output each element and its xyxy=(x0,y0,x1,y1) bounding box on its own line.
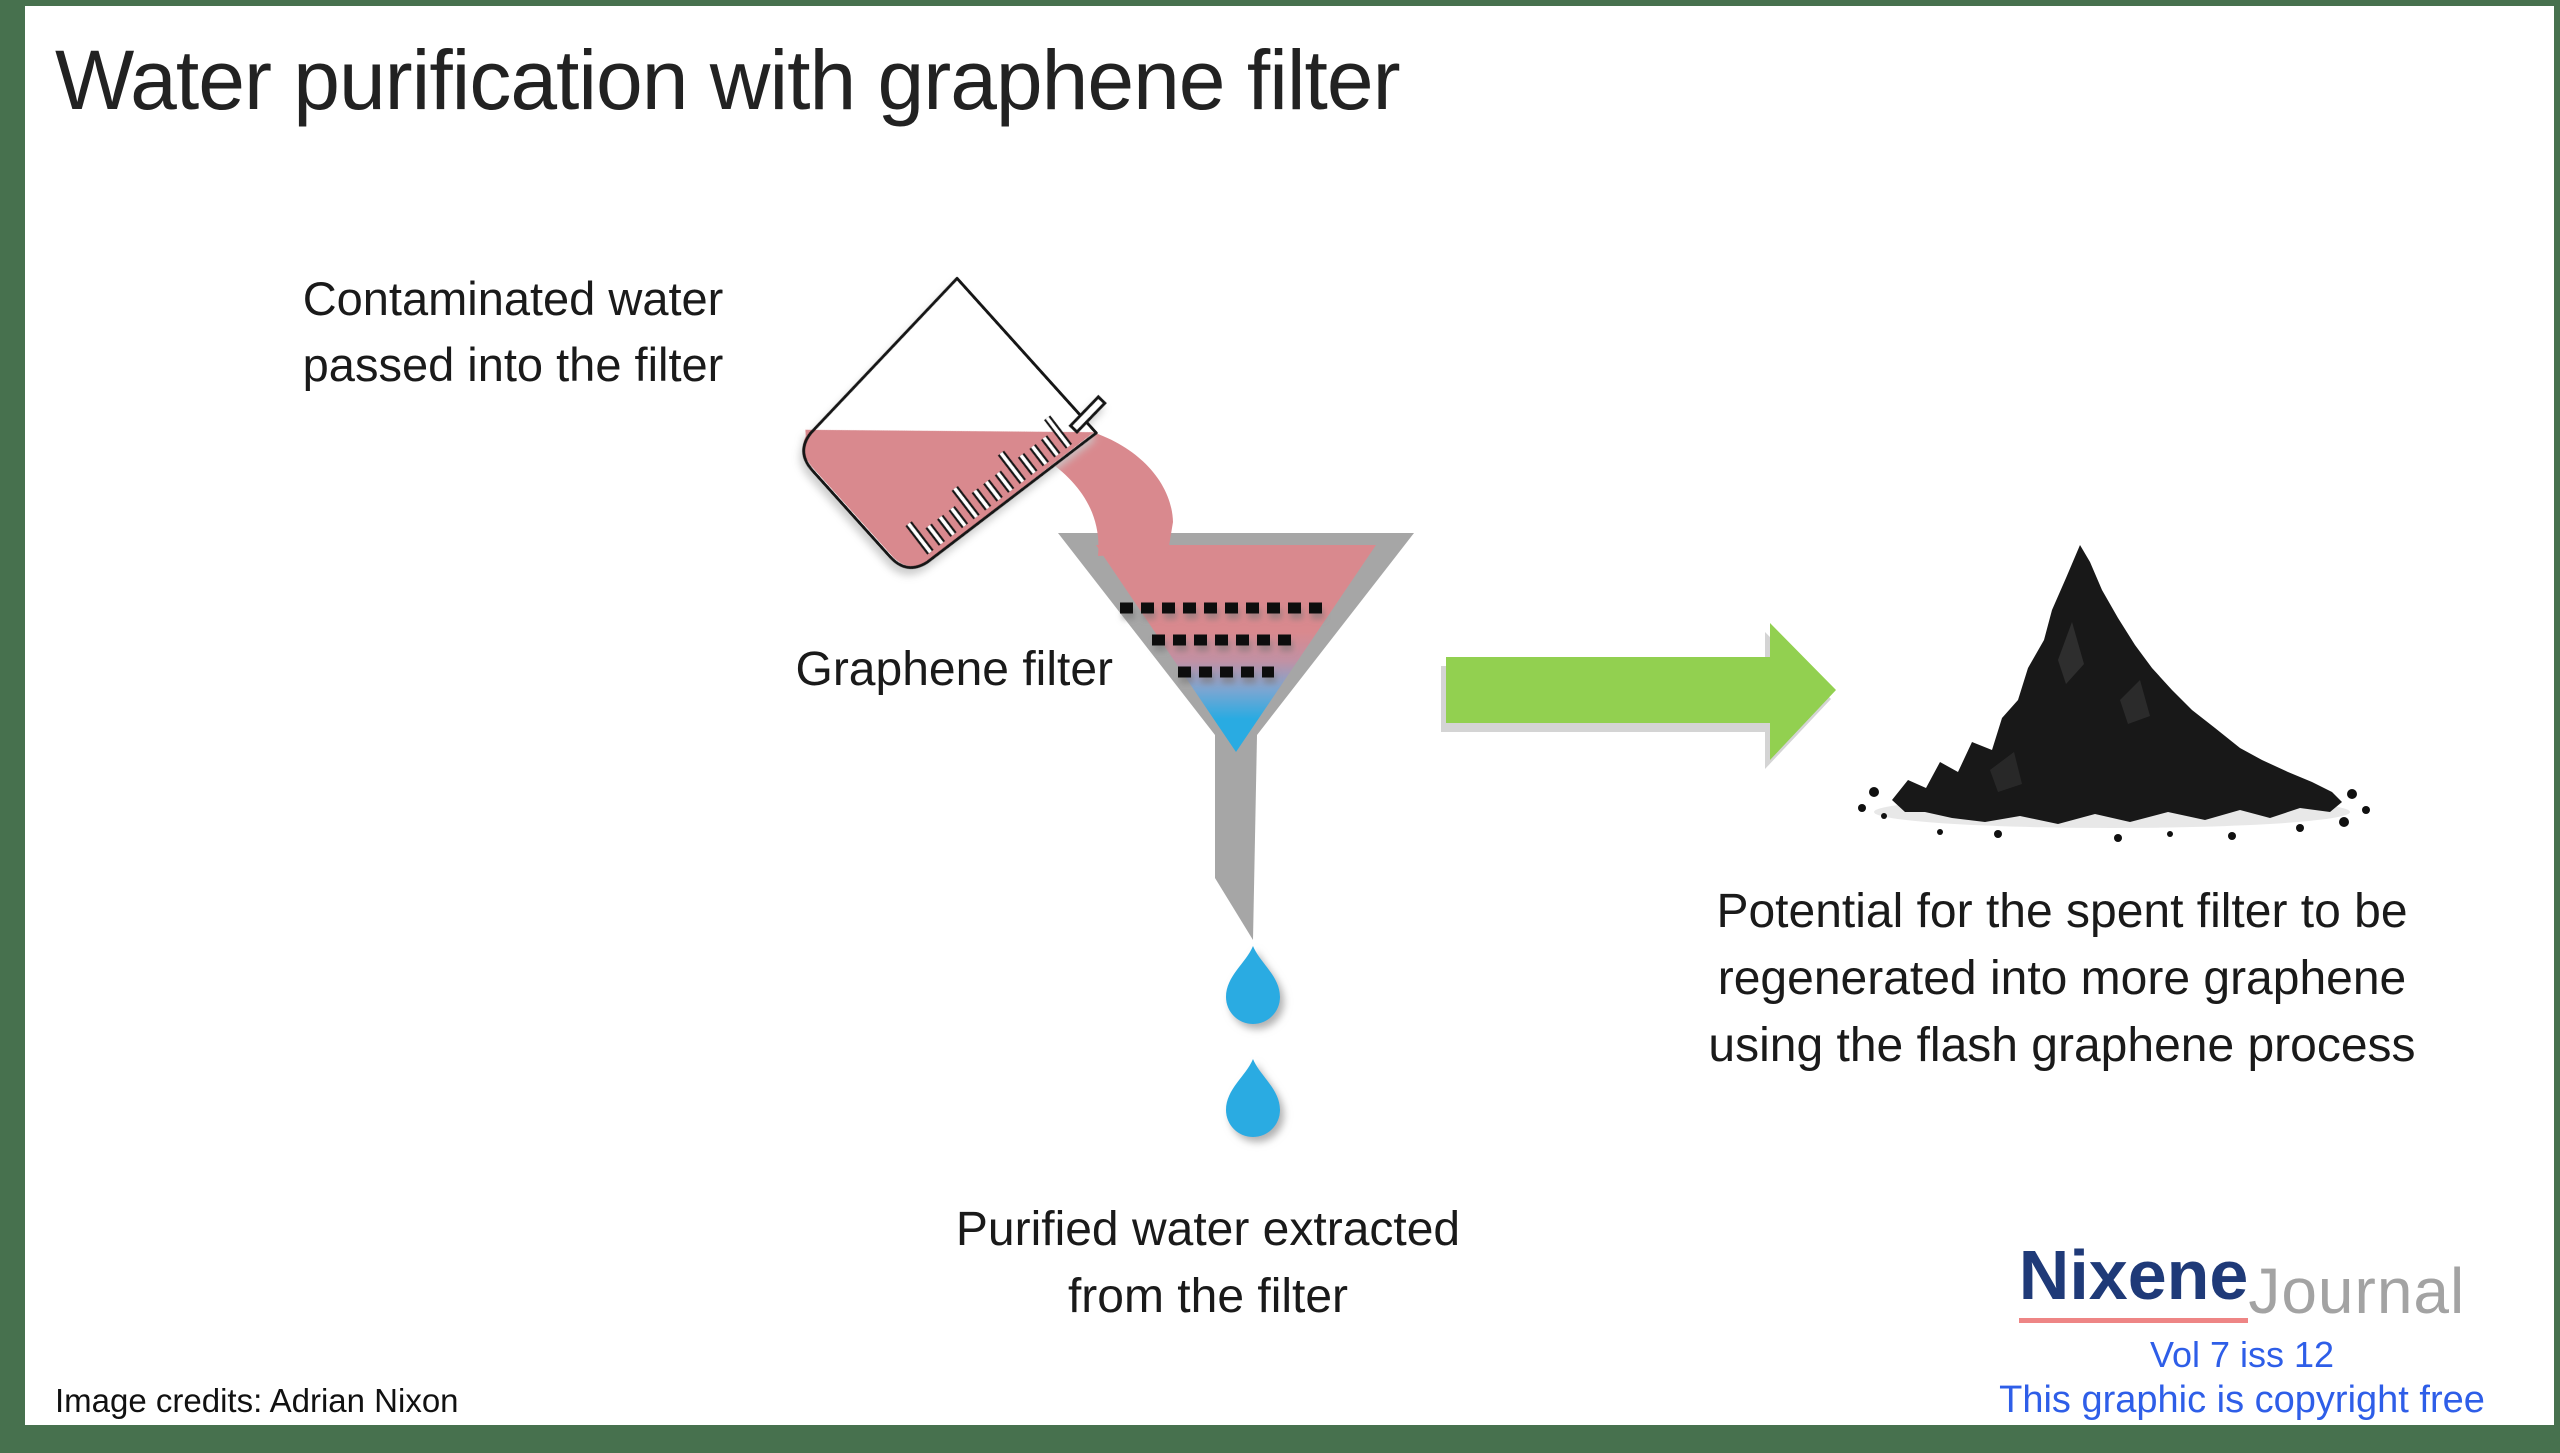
funnel-liquid xyxy=(1096,545,1376,752)
logo-wordmark: NixeneJournal xyxy=(1962,1240,2522,1323)
label-line: passed into the filter xyxy=(302,337,724,391)
image-credits: Image credits: Adrian Nixon xyxy=(55,1382,459,1419)
graphene-pile-icon xyxy=(1858,545,2370,842)
logo-brand-text: Nixene xyxy=(2018,1240,2249,1323)
beaker-icon xyxy=(802,276,1107,570)
logo-suffix-text: Journal xyxy=(2248,1255,2466,1327)
beaker-spout-lip xyxy=(1068,394,1107,435)
right-arrow-icon xyxy=(1441,623,1836,769)
label-line: using the flash graphene process xyxy=(1708,1019,2416,1073)
page-title: Water purification with graphene filter xyxy=(55,33,1401,127)
logo-copyright-text: This graphic is copyright free xyxy=(1999,1379,2485,1422)
beaker-graduation-marks xyxy=(905,415,1073,555)
graphene-filter-layers-icon xyxy=(1120,602,1330,678)
logo-volume-text: Vol 7 iss 12 xyxy=(2149,1334,2335,1375)
slide-canvas: Water purification with graphene filter … xyxy=(25,6,2554,1425)
label-regeneration: Potential for the spent filter to be reg… xyxy=(1612,878,2512,1080)
label-line: Potential for the spent filter to be xyxy=(1716,885,2408,938)
beaker-liquid xyxy=(803,429,1095,567)
label-graphene-filter: Graphene filter xyxy=(795,643,1113,696)
label-purified-water: Purified water extracted from the filter xyxy=(888,1196,1528,1330)
label-line: regenerated into more graphene xyxy=(1717,952,2407,1006)
pour-stream xyxy=(1044,430,1173,556)
diagram-graphic xyxy=(802,276,2370,1137)
label-contaminated-water: Contaminated water passed into the filte… xyxy=(203,266,823,398)
label-line: Purified water extracted xyxy=(955,1203,1461,1256)
label-line: Contaminated water xyxy=(302,272,724,325)
label-line: from the filter xyxy=(1067,1270,1349,1324)
water-drop-icon xyxy=(1226,946,1280,1137)
nixene-journal-logo: NixeneJournal Vol 7 iss 12 This graphic … xyxy=(1962,1240,2522,1424)
funnel-icon xyxy=(1058,533,1414,940)
